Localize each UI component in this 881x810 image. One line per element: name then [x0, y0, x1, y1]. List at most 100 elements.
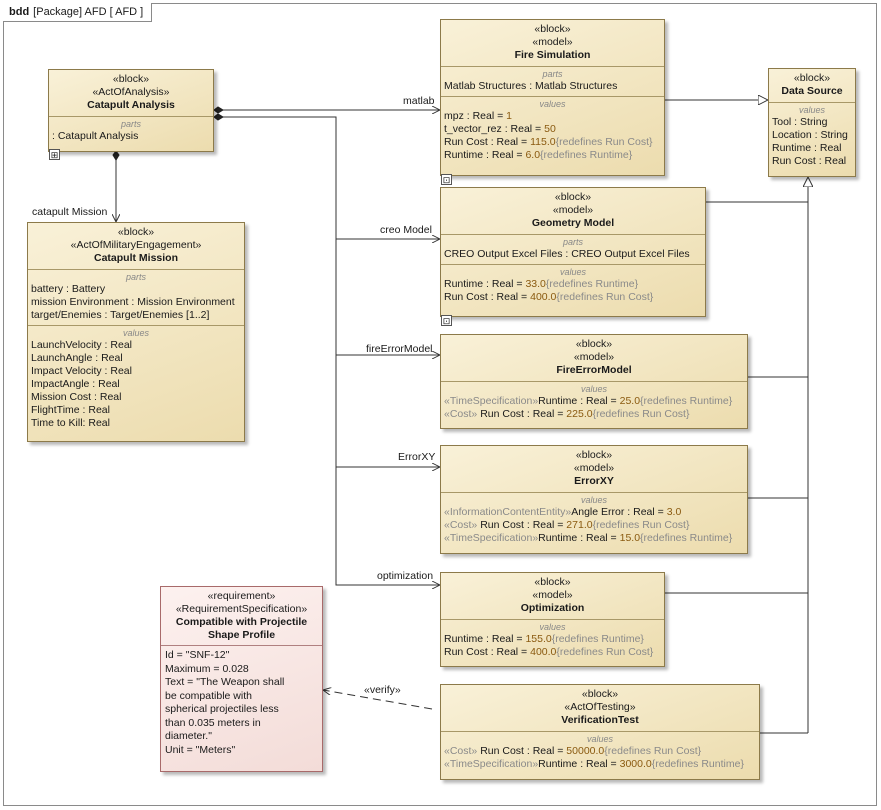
- value-default: 400.0: [530, 291, 557, 303]
- stereotype-model: «model»: [532, 36, 573, 48]
- value-default: 15.0: [619, 532, 641, 544]
- stereotype-model: «model»: [573, 462, 615, 474]
- stereotype-model: «model»: [532, 589, 573, 601]
- composite-diamond-2: [213, 113, 224, 121]
- part-type: : Mission Environment: [128, 296, 235, 308]
- stereotype-requirementspecification: «RequirementSpecification»: [175, 603, 308, 615]
- value-default: 400.0: [530, 646, 557, 658]
- compartment-title: values: [586, 734, 613, 744]
- verify-dependency: [323, 690, 433, 710]
- value-default: 1: [506, 110, 513, 122]
- value-row: Run Cost : Real: [772, 155, 852, 168]
- part-row: target/Enemies : Target/Enemies [1..2]: [31, 309, 241, 322]
- value-type: : Real =: [577, 532, 620, 544]
- diagram-link-icon[interactable]: ⊡: [441, 174, 452, 185]
- redefines-tag: {redefines Run Cost}: [556, 646, 654, 658]
- stereotype-block: «block»: [575, 338, 613, 350]
- label-fire-error-model: fireErrorModel: [366, 343, 433, 355]
- requirement-line: Id = "SNF-12": [165, 649, 230, 661]
- compartment-title: values: [798, 105, 825, 115]
- value-row: t_vector_rez : Real = 50: [444, 123, 661, 136]
- block-name: FireErrorModel: [556, 364, 632, 376]
- diagram-frame-header: bdd[Package] AFD [ AFD ]: [3, 3, 153, 22]
- label-creo-model: creo Model: [380, 224, 432, 236]
- block-catapult-analysis[interactable]: «block» «ActOfAnalysis» Catapult Analysi…: [48, 69, 214, 152]
- requirement-compatible-projectile[interactable]: «requirement» «RequirementSpecification»…: [160, 586, 323, 772]
- value-row: Location : String: [772, 129, 852, 142]
- parts-compartment: parts : Catapult Analysis: [49, 116, 213, 146]
- stereotype-block: «block»: [575, 449, 613, 461]
- value-row: LaunchVelocity : Real: [31, 339, 241, 352]
- value-type: : Real =: [483, 149, 526, 161]
- value-row: «Cost» Run Cost : Real = 225.0{redefines…: [444, 408, 744, 421]
- value-default: 6.0: [525, 149, 541, 161]
- value-name: Mission Cost: [31, 391, 92, 403]
- part-row: CREO Output Excel Files : CREO Output Ex…: [444, 248, 690, 260]
- compartment-title: values: [580, 495, 607, 505]
- stereotype-block: «block»: [581, 688, 619, 700]
- value-name: Run Cost: [444, 291, 488, 303]
- value-default: 3.0: [666, 506, 682, 518]
- block-fire-simulation[interactable]: «block» «model» Fire Simulation parts Ma…: [440, 19, 665, 176]
- value-name: Tool: [772, 116, 792, 128]
- value-default: 115.0: [530, 136, 556, 148]
- label-matlab: matlab: [403, 95, 435, 107]
- stereotype-actoftesting: «ActOfTesting»: [564, 701, 636, 713]
- value-name: Run Cost: [444, 136, 488, 148]
- values-compartment: values Tool : String Location : String R…: [769, 102, 855, 171]
- stereotype-block: «block»: [534, 576, 571, 588]
- requirement-line: than 0.035 meters in: [165, 716, 261, 729]
- diagram-link-icon[interactable]: ⊞: [49, 149, 60, 160]
- redefines-tag: {redefines Runtime}: [640, 532, 733, 544]
- value-row: «TimeSpecification»Runtime : Real = 25.0…: [444, 395, 744, 408]
- value-name: Runtime: [538, 758, 578, 770]
- value-name: Location: [772, 129, 812, 141]
- stereotype-block: «block»: [112, 73, 150, 85]
- values-compartment: values LaunchVelocity : Real LaunchAngle…: [28, 325, 244, 433]
- requirement-line: Maximum = 0.028: [165, 662, 249, 675]
- redefines-tag: {redefines Run Cost}: [604, 745, 702, 757]
- stereotype-block: «block»: [554, 191, 592, 203]
- diagram-link-icon[interactable]: ⊡: [441, 315, 452, 326]
- stereotype-actofmilitaryengagement: «ActOfMilitaryEngagement»: [70, 239, 202, 251]
- stereotype-model: «model»: [573, 351, 615, 363]
- value-stereotype: «InformationContentEntity»: [444, 506, 572, 518]
- value-type: : Real: [815, 155, 847, 167]
- block-catapult-mission[interactable]: «block» «ActOfMilitaryEngagement» Catapu…: [27, 222, 245, 442]
- block-fire-error-model[interactable]: «block» «model» FireErrorModel values «T…: [440, 334, 748, 429]
- redefines-tag: {redefines Run Cost}: [556, 291, 654, 303]
- redefines-tag: {redefines Run Cost}: [592, 408, 690, 420]
- values-compartment: values Runtime : Real = 33.0{redefines R…: [441, 264, 705, 307]
- value-type: : Real: [82, 417, 110, 429]
- value-name: Runtime: [444, 149, 484, 161]
- block-error-xy[interactable]: «block» «model» ErrorXY values «Informat…: [440, 445, 748, 554]
- parts-compartment: parts CREO Output Excel Files : CREO Out…: [441, 234, 705, 264]
- value-name: mpz: [444, 110, 464, 122]
- value-name: Run Cost: [444, 646, 488, 658]
- value-name: FlightTime: [31, 404, 80, 416]
- value-type: : Real: [92, 352, 123, 364]
- value-type: : Real =: [501, 123, 545, 135]
- block-data-source[interactable]: «block» Data Source values Tool : String…: [768, 68, 856, 177]
- value-row: «InformationContentEntity»Angle Error : …: [444, 506, 744, 519]
- composition-bus: [222, 116, 440, 585]
- value-row: Runtime : Real: [772, 142, 852, 155]
- block-geometry-model[interactable]: «block» «model» Geometry Model parts CRE…: [440, 187, 706, 317]
- value-type: : Real =: [577, 395, 620, 407]
- block-name: Geometry Model: [531, 217, 615, 229]
- value-type: : Real: [91, 391, 122, 403]
- block-optimization[interactable]: «block» «model» Optimization values Runt…: [440, 572, 665, 667]
- value-row: FlightTime : Real: [31, 404, 241, 417]
- requirement-line: diameter.": [165, 730, 212, 742]
- diagram-frame: [3, 3, 877, 806]
- value-stereotype: «Cost»: [444, 519, 478, 531]
- value-name: Run Cost: [477, 408, 524, 420]
- value-row: mpz : Real = 1: [444, 110, 661, 123]
- label-optimization: optimization: [377, 570, 434, 582]
- block-verification-test[interactable]: «block» «ActOfTesting» VerificationTest …: [440, 684, 760, 780]
- requirement-name: Shape Profile: [207, 629, 276, 641]
- value-row: «TimeSpecification»Runtime : Real = 3000…: [444, 758, 756, 771]
- part-row: Matlab Structures : Matlab Structures: [444, 80, 618, 92]
- parts-compartment: parts Matlab Structures : Matlab Structu…: [441, 66, 664, 96]
